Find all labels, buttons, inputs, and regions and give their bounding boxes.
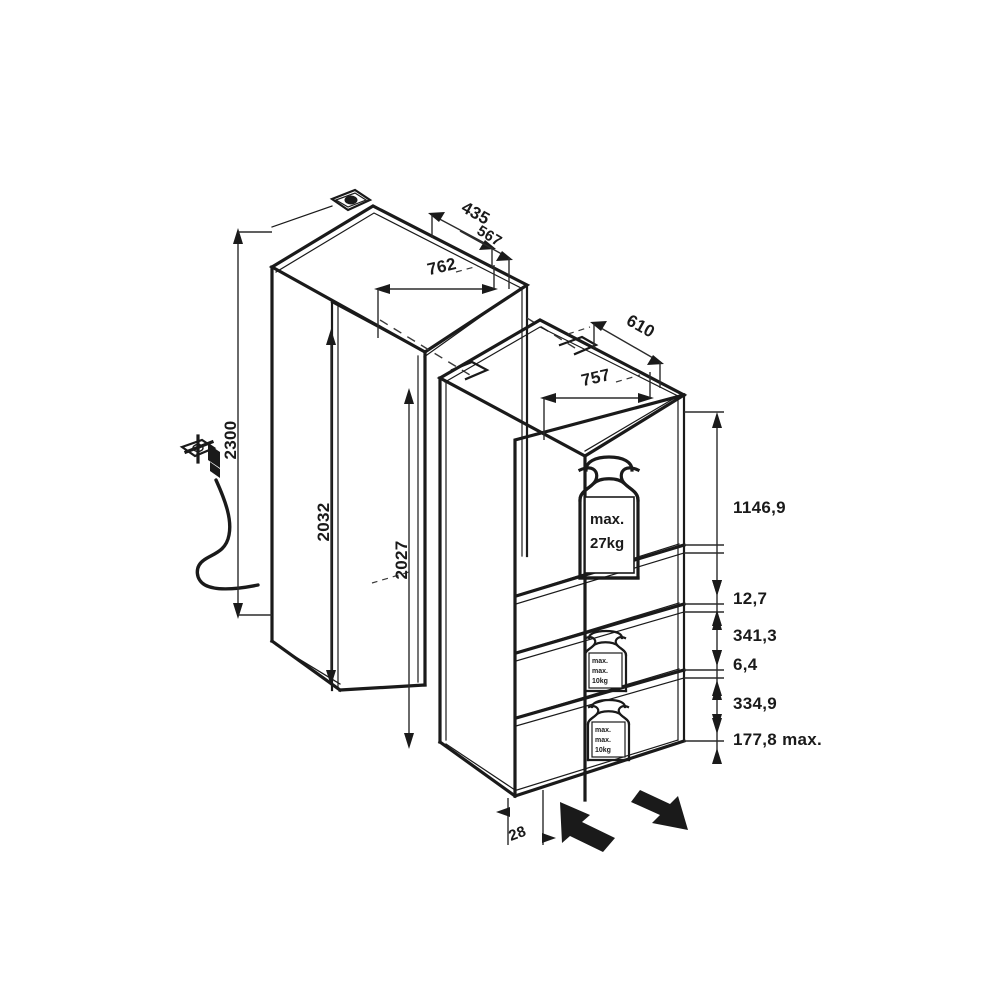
weight-block-icon-lower: max. max. 10kg xyxy=(586,698,631,762)
label-6-4: 6,4 xyxy=(733,655,758,674)
label-762: 762 xyxy=(425,254,458,279)
label-12-7: 12,7 xyxy=(733,589,767,608)
label-341-3: 341,3 xyxy=(733,626,777,645)
label-177-8-max: 177,8 max. xyxy=(733,730,822,749)
label-610: 610 xyxy=(623,311,658,342)
label-435: 435 xyxy=(458,198,493,229)
appliance-body xyxy=(436,318,688,802)
mid-weight-line2: max. xyxy=(592,668,608,675)
label-28: 28 xyxy=(506,823,528,845)
label-2300: 2300 xyxy=(221,420,240,459)
power-socket-icon xyxy=(271,188,373,228)
dimension-2300: 2300 xyxy=(221,228,272,619)
label-567: 567 xyxy=(474,222,505,250)
mid-weight-line1: max. xyxy=(592,658,608,665)
label-2027: 2027 xyxy=(392,540,411,579)
bold-arrow-left-icon xyxy=(560,802,615,852)
label-1146-9: 1146,9 xyxy=(733,498,786,517)
dimension-6-4: 6,4 xyxy=(712,650,758,696)
dimension-2032: 2032 xyxy=(314,329,336,686)
right-dimension-chain: 1146,9 12,7 341,3 6,4 xyxy=(684,411,822,764)
bold-arrow-right-icon xyxy=(631,790,688,830)
dimension-177-8-max: 177,8 max. xyxy=(712,718,822,764)
label-757: 757 xyxy=(579,365,612,390)
lower-weight-line3: 10kg xyxy=(595,747,611,754)
power-cable xyxy=(195,478,260,591)
lower-weight-line2: max. xyxy=(595,737,611,744)
niche-cabinet xyxy=(268,204,576,693)
dimension-334-9: 334,9 xyxy=(712,684,777,730)
upper-weight-line1: max. xyxy=(590,511,624,528)
lower-weight-line1: max. xyxy=(595,727,611,734)
label-2032: 2032 xyxy=(314,502,333,541)
label-334-9: 334,9 xyxy=(733,694,777,713)
weight-block-icon-mid: max. max. 10kg xyxy=(583,629,628,693)
dimension-1146-9: 1146,9 xyxy=(712,412,786,596)
power-plug-icon xyxy=(179,434,220,478)
dimension-2027: 2027 xyxy=(371,388,414,749)
dimension-12-7: 12,7 xyxy=(712,580,767,626)
dimension-28: 28 xyxy=(496,790,556,845)
upper-weight-line2: 27kg xyxy=(590,535,624,552)
weight-block-icon-upper: max. 27kg xyxy=(577,455,641,580)
mid-weight-line3: 10kg xyxy=(592,678,608,685)
